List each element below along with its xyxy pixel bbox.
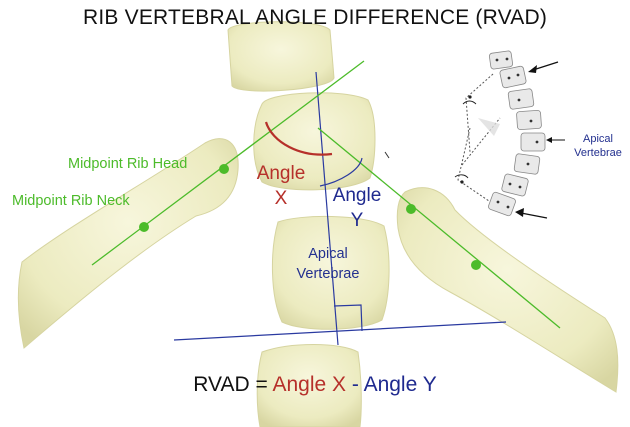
inset-arrow-bottom xyxy=(515,208,548,219)
angle-y-label-line2: Y xyxy=(350,210,364,231)
inset-vertebra xyxy=(516,109,542,131)
formula-lhs: RVAD = xyxy=(193,373,268,396)
angle-y-label-line1: Angle xyxy=(332,185,382,206)
inset-apical-vertebrae-label: Apical Vertebrae xyxy=(566,132,630,160)
angle-x-label-line1: Angle xyxy=(256,163,306,184)
inset-upper-angle-lines xyxy=(465,73,494,153)
angle-y-arc xyxy=(319,157,363,187)
inset-vertebra xyxy=(501,173,529,197)
apical-vertebrae-label-line1: Apical xyxy=(308,246,348,262)
vertebra-bottom xyxy=(256,344,362,427)
left-rib-axis-line xyxy=(91,60,365,266)
midpoint-rib-head-dot xyxy=(219,164,229,174)
formula-angle-x: Angle X xyxy=(272,373,347,396)
angle-x-label: Angle X xyxy=(246,161,316,211)
vertebra-apical xyxy=(271,215,390,330)
angle-x-label-line2: X xyxy=(274,188,288,209)
inset-arrow-apical xyxy=(546,137,565,143)
inset-angle-arc-upper xyxy=(462,100,477,105)
inset-angle-arc-lower xyxy=(454,174,469,179)
angle-y-label: Angle Y xyxy=(322,183,392,233)
formula-minus: - xyxy=(351,373,359,396)
page-title: RIB VERTEBRAL ANGLE DIFFERENCE (RVAD) xyxy=(82,6,548,29)
inset-vertebra xyxy=(507,88,535,110)
inset-angle-dot-lower xyxy=(460,180,464,184)
inset-angle-wedge xyxy=(478,118,500,136)
formula-angle-y: Angle Y xyxy=(363,373,437,396)
midpoint-rib-neck-dot xyxy=(139,222,149,232)
right-angle-marker xyxy=(333,304,363,332)
inset-vertebra xyxy=(488,191,516,217)
right-rib-neck-dot xyxy=(471,260,481,270)
right-rib-axis-line xyxy=(317,127,561,329)
inset-apical-vertebrae-line2: Vertebrae xyxy=(574,147,622,159)
right-rib-head-dot xyxy=(406,204,416,214)
spine-inset xyxy=(454,50,565,219)
inset-lower-angle-lines xyxy=(457,127,493,204)
vertebra-top xyxy=(227,21,335,92)
right-rib xyxy=(396,187,619,393)
midpoint-rib-head-label: Midpoint Rib Head xyxy=(68,156,188,172)
inset-vertebra-dots xyxy=(495,57,539,209)
inset-arrow-top xyxy=(528,61,559,73)
baseline-line xyxy=(173,321,507,341)
inset-apical-vertebrae-line1: Apical xyxy=(583,133,613,145)
vertebra-upper xyxy=(253,92,376,191)
left-rib xyxy=(17,138,239,349)
inset-vertebra xyxy=(499,65,527,89)
rvad-formula: RVAD = Angle X - Angle Y xyxy=(0,373,630,397)
apical-vertebrae-label-line2: Vertebrae xyxy=(296,266,360,282)
apical-vertebrae-label: Apical Vertebrae xyxy=(288,244,368,284)
angle-x-arc xyxy=(264,121,333,156)
tick-mark xyxy=(384,151,390,159)
inset-vertebra xyxy=(488,50,514,70)
midpoint-rib-neck-label: Midpoint Rib Neck xyxy=(12,193,130,209)
inset-vertebrae xyxy=(488,50,546,217)
inset-angle-dot-upper xyxy=(468,95,472,99)
vertebral-axis-line xyxy=(315,71,339,346)
inset-vertebra xyxy=(520,132,546,152)
